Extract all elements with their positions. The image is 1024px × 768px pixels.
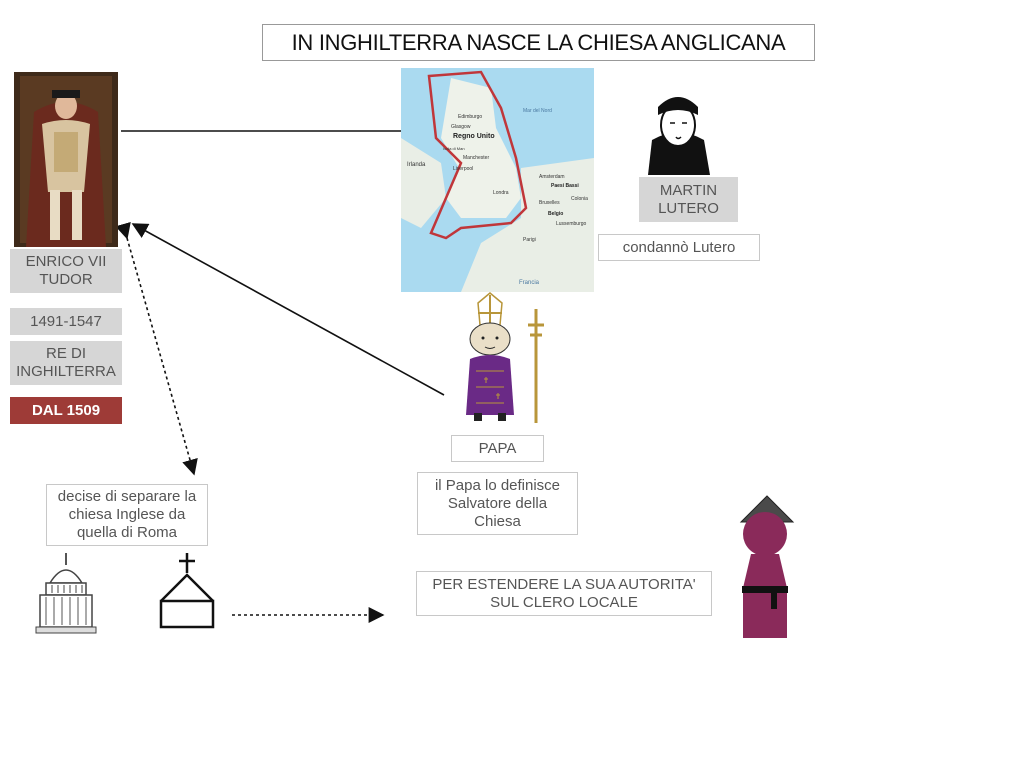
decision-text: decise di separare la chiesa Inglese da … (57, 488, 197, 541)
king-years: 1491-1547 (30, 312, 102, 330)
king-name: ENRICO VII TUDOR (25, 253, 107, 288)
authority-box: PER ESTENDERE LA SUA AUTORITA' SUL CLERO… (416, 571, 712, 616)
arrow-king-to-decision (115, 221, 198, 476)
map-label-manchester: Manchester (463, 155, 490, 161)
authority-text: PER ESTENDERE LA SUA AUTORITA' SUL CLERO… (432, 575, 696, 611)
page-title: IN INGHILTERRA NASCE LA CHIESA ANGLICANA (262, 24, 815, 61)
king-name-box: ENRICO VII TUDOR (10, 249, 122, 293)
pope-figure (466, 292, 544, 423)
map-uk: Mar del Nord Edimburgo Glasgow Regno Uni… (401, 68, 594, 292)
king-since-box: DAL 1509 (10, 397, 122, 424)
map-label-cologne: Colonia (571, 196, 588, 202)
map-label-sea: Mar del Nord (523, 108, 552, 114)
map-label-belgium: Belgio (548, 211, 564, 217)
pope-name: PAPA (478, 439, 517, 457)
map-label-liverpool: Liverpool (453, 166, 474, 172)
map-label-uk: Regno Unito (453, 133, 495, 140)
king-role: RE DI INGHILTERRA (16, 345, 116, 380)
clergy-figure (739, 495, 795, 638)
roman-church-icon (35, 553, 97, 634)
map-label-brussels: Bruxelles (539, 200, 560, 206)
luther-note-box: condannò Lutero (598, 234, 760, 261)
pope-name-box: PAPA (451, 435, 544, 462)
map-uk-outline (427, 70, 528, 240)
pope-note-box: il Papa lo definisce Salvatore della Chi… (417, 472, 578, 535)
map-label-france: Francia (519, 280, 540, 286)
map-label-paris: Parigi (523, 237, 536, 243)
map-label-london: Londra (493, 190, 509, 196)
map-label-ireland: Irlanda (407, 162, 426, 168)
map-label-edinburgh: Edimburgo (458, 114, 483, 120)
king-portrait (14, 72, 118, 247)
king-role-box: RE DI INGHILTERRA (10, 341, 122, 385)
arrow-pope-to-king (131, 223, 445, 396)
map-label-netherlands: Paesi Bassi (551, 183, 579, 189)
pope-note: il Papa lo definisce Salvatore della Chi… (434, 476, 561, 530)
map-label-glasgow: Glasgow (451, 124, 471, 130)
map-label-isle-of-man: Isola di Man (443, 146, 465, 151)
map-label-luxembourg: Lussemburgo (556, 221, 587, 227)
luther-name-box: MARTIN LUTERO (639, 177, 738, 222)
luther-name: MARTIN LUTERO (658, 181, 719, 217)
church-icon (159, 553, 215, 629)
king-since: DAL 1509 (31, 402, 101, 419)
decision-box: decise di separare la chiesa Inglese da … (46, 484, 208, 546)
king-years-box: 1491-1547 (10, 308, 122, 335)
luther-portrait (640, 85, 716, 175)
map-label-amsterdam: Amsterdam (539, 174, 565, 180)
luther-note: condannò Lutero (622, 238, 736, 256)
